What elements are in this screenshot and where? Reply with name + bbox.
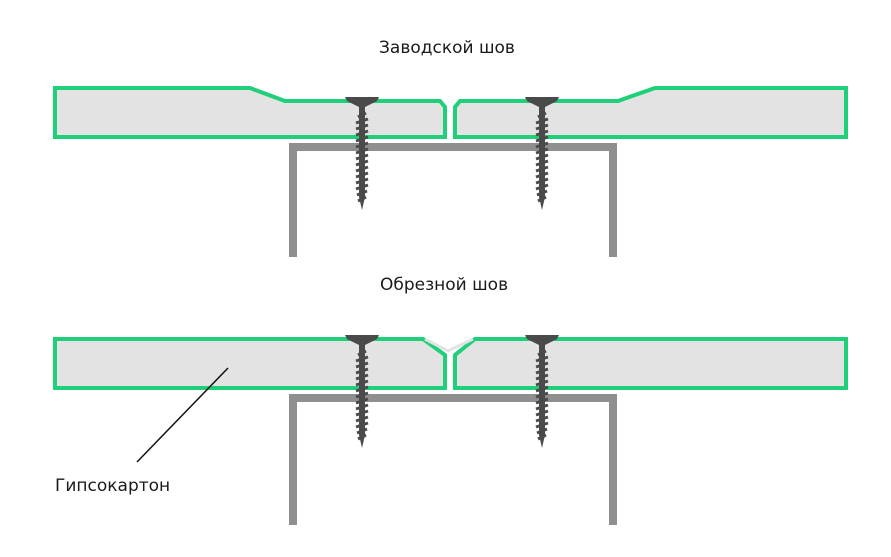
- metal-profile-top: [289, 143, 617, 257]
- drywall-board-right-bottom: [453, 337, 848, 390]
- metal-profile-bottom: [289, 394, 617, 525]
- drywall-board-left-top: [53, 86, 447, 139]
- cut-seam-assembly: [53, 333, 848, 525]
- factory-seam-assembly: [53, 86, 848, 257]
- cut-seam-title: Обрезной шов: [380, 275, 509, 295]
- v-groove: [424, 337, 474, 353]
- drywall-board-right-top: [453, 86, 848, 139]
- drywall-leader-line: [136, 367, 229, 463]
- factory-seam-title: Заводской шов: [379, 38, 515, 58]
- drywall-label: Гипсокартон: [55, 476, 171, 496]
- drywall-board-left-bottom: [53, 337, 447, 390]
